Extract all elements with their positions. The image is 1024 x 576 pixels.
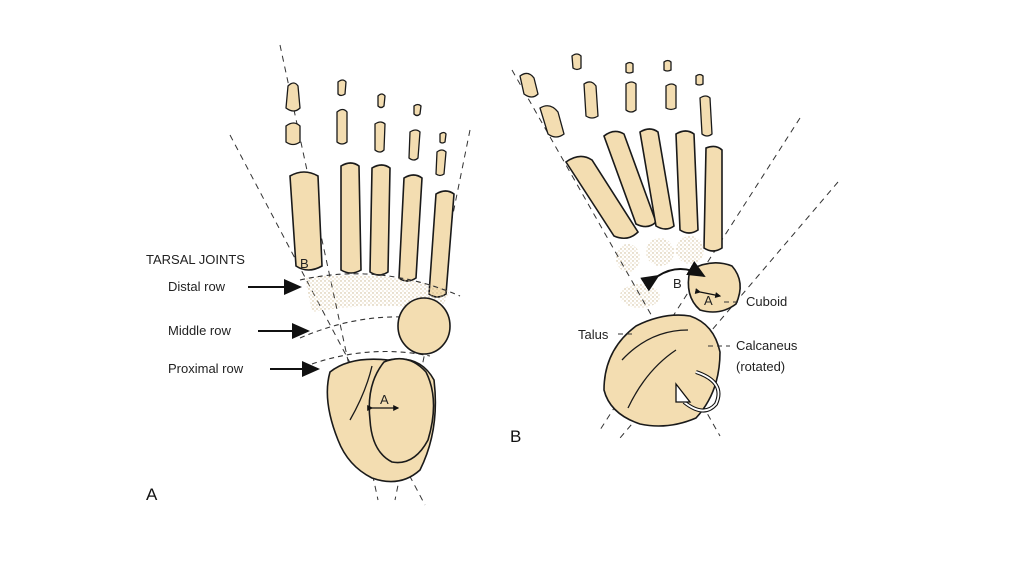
- middle-row-label: Middle row: [168, 323, 231, 338]
- talus-label: Talus: [578, 327, 609, 342]
- cuboid-label: Cuboid: [746, 294, 787, 309]
- panel-a-label: A: [146, 485, 158, 504]
- angle-a-label-b: A: [704, 293, 713, 308]
- phalanges-a: [285, 79, 447, 177]
- axis-line-a3: [229, 134, 426, 506]
- distal-row-label: Distal row: [168, 279, 226, 294]
- panel-b: B A Cuboid Talus Calcaneus (rotated) B: [510, 53, 839, 446]
- cuboid-bone-b: [687, 262, 741, 313]
- calcaneus-note: (rotated): [736, 359, 785, 374]
- angle-a-label: A: [380, 392, 389, 407]
- calcaneus-label: Calcaneus: [736, 338, 798, 353]
- angle-b-label: B: [300, 256, 309, 271]
- proximal-row-line: [311, 351, 431, 365]
- angle-b-arc: [640, 261, 706, 292]
- phalanges-b: [519, 53, 713, 138]
- angle-b-label-b: B: [673, 276, 682, 291]
- panel-a: A B TARSAL JOINTS Distal row Middle row …: [146, 44, 471, 506]
- navicular-bone-a: [397, 297, 451, 355]
- distal-row-line: [299, 273, 461, 297]
- talus-bone-a: [368, 357, 435, 464]
- proximal-row-label: Proximal row: [168, 361, 244, 376]
- metatarsals-b: [564, 128, 723, 252]
- tarsal-joints-heading: TARSAL JOINTS: [146, 252, 245, 267]
- panel-b-label: B: [510, 427, 521, 446]
